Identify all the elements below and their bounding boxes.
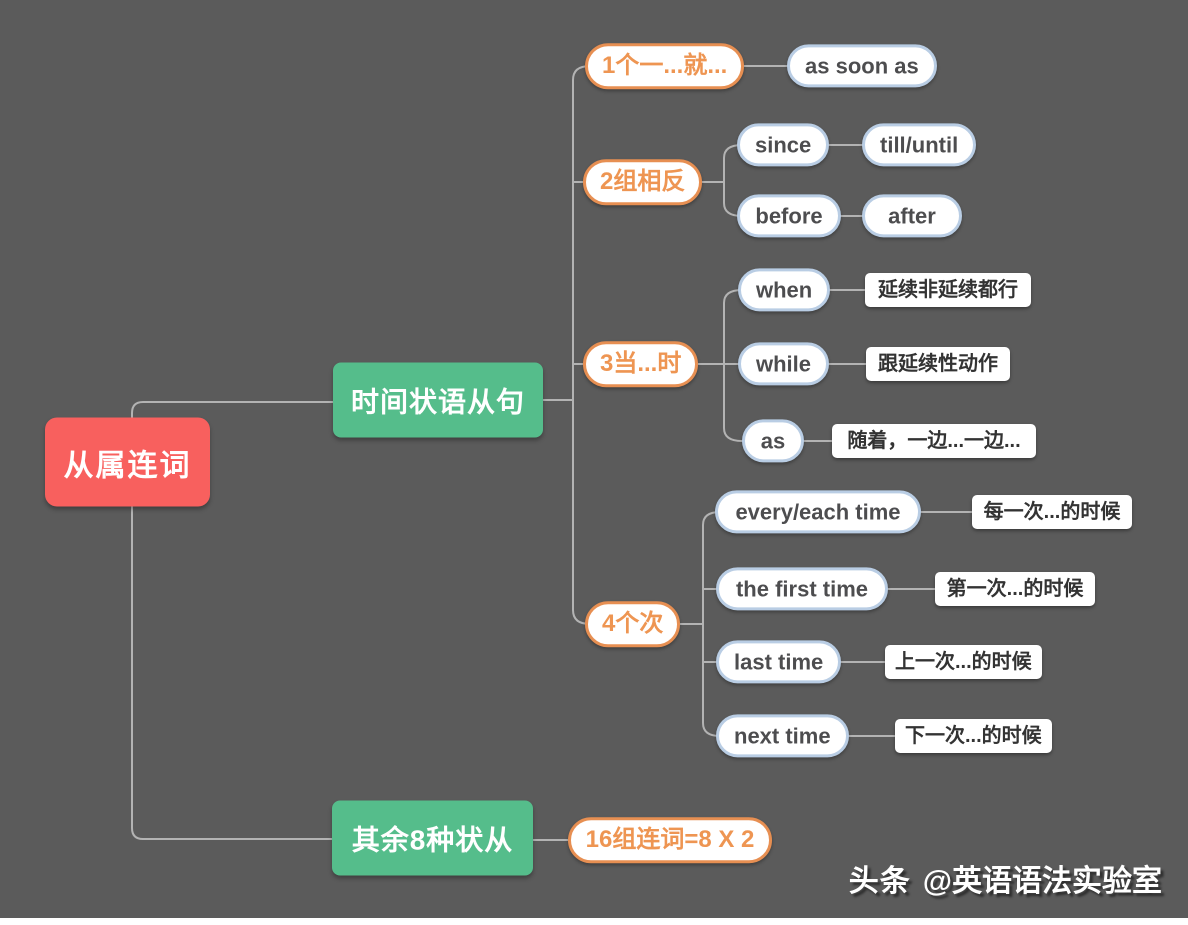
root-node[interactable]: 从属连词 bbox=[45, 417, 210, 507]
note-first-time[interactable]: 第一次...的时候 bbox=[935, 572, 1095, 606]
other-clauses-node[interactable]: 其余8种状从 bbox=[332, 800, 533, 876]
conj-before[interactable]: before bbox=[737, 194, 841, 238]
conj-when[interactable]: when bbox=[738, 268, 831, 312]
note-next-time[interactable]: 下一次...的时候 bbox=[895, 719, 1052, 753]
group-times-node[interactable]: 4个次 bbox=[585, 601, 681, 647]
watermark-handle: @英语语法实验室 bbox=[922, 865, 1162, 898]
note-when[interactable]: 延续非延续都行 bbox=[865, 273, 1031, 307]
conj-16-groups[interactable]: 16组连词=8 X 2 bbox=[568, 817, 772, 863]
conj-next-time[interactable]: next time bbox=[716, 714, 849, 758]
edge-time-trunk bbox=[539, 65, 591, 625]
group-pairs-node[interactable]: 2组相反 bbox=[583, 159, 703, 205]
time-clause-node[interactable]: 时间状语从句 bbox=[333, 362, 543, 438]
conj-after[interactable]: after bbox=[862, 194, 962, 238]
conj-every-each-time[interactable]: every/each time bbox=[715, 490, 921, 534]
edge-root-other bbox=[131, 504, 341, 840]
conj-the-first-time[interactable]: the first time bbox=[716, 567, 888, 611]
group-once-node[interactable]: 1个一...就... bbox=[585, 43, 745, 89]
group-when-node[interactable]: 3当...时 bbox=[583, 341, 699, 387]
watermark: 头条 @英语语法实验室 bbox=[849, 856, 1162, 900]
watermark-brand: 头条 bbox=[848, 865, 911, 898]
edge-times-trunk bbox=[667, 511, 721, 737]
note-last-time[interactable]: 上一次...的时候 bbox=[885, 645, 1042, 679]
conj-till-until[interactable]: till/until bbox=[862, 123, 977, 167]
note-while[interactable]: 跟延续性动作 bbox=[866, 347, 1010, 381]
conj-while[interactable]: while bbox=[738, 342, 830, 386]
conj-since[interactable]: since bbox=[737, 123, 830, 167]
bottom-strip bbox=[0, 918, 1188, 925]
conj-as-soon-as[interactable]: as soon as bbox=[787, 44, 937, 88]
note-every-time[interactable]: 每一次...的时候 bbox=[972, 495, 1132, 529]
conj-as[interactable]: as bbox=[742, 419, 804, 463]
note-as[interactable]: 随着，一边...一边... bbox=[832, 424, 1036, 458]
edge-root-time bbox=[131, 401, 341, 421]
conj-last-time[interactable]: last time bbox=[716, 640, 842, 684]
edge-when-trunk bbox=[692, 289, 746, 442]
